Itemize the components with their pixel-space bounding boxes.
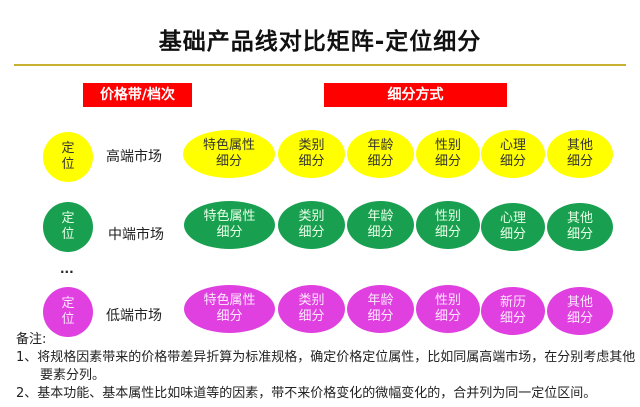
segment-psychology: 心理 细分: [481, 130, 545, 178]
segment-gender: 性别 细分: [416, 201, 480, 249]
segment-age: 年龄 细分: [347, 285, 414, 333]
segment-psychology: 心理 细分: [481, 203, 545, 251]
market-label-high: 高端市场: [106, 149, 162, 165]
segment-category: 类别 细分: [278, 201, 345, 249]
market-label-low: 低端市场: [106, 308, 162, 324]
segment-age: 年龄 细分: [347, 130, 414, 178]
segment-feature: 特色属性 细分: [184, 285, 275, 333]
note-item-2: 2、基本功能、基本属性比如味道等的因素，带不来价格变化的微幅变化的，合并列为同一…: [16, 386, 597, 401]
segment-category: 类别 细分: [278, 130, 345, 178]
ellipsis: ...: [60, 262, 74, 276]
title-divider: [14, 64, 626, 66]
position-circle-low: 定 位: [43, 287, 93, 337]
segment-age: 年龄 细分: [347, 201, 414, 249]
segment-feature: 特色属性 细分: [183, 130, 275, 178]
segment-gender: 性别 细分: [416, 285, 480, 333]
market-label-mid: 中端市场: [108, 227, 164, 243]
segment-other: 其他 细分: [547, 203, 613, 251]
position-circle-high: 定 位: [43, 132, 93, 182]
segment-calendar: 新历 细分: [481, 287, 545, 335]
note-item-1: 1、将规格因素带来的价格带差异折算为标准规格，确定价格定位属性，比如同属高端市场…: [16, 350, 636, 383]
segment-other: 其他 细分: [547, 287, 613, 335]
position-circle-mid: 定 位: [43, 202, 93, 252]
price-band-header: 价格带/档次: [83, 83, 192, 107]
segmentation-header: 细分方式: [324, 83, 507, 107]
segment-gender: 性别 细分: [416, 130, 480, 178]
segment-feature: 特色属性 细分: [184, 201, 275, 249]
notes: 备注: 1、将规格因素带来的价格带差异折算为标准规格，确定价格定位属性，比如同属…: [16, 331, 636, 403]
page-title: 基础产品线对比矩阵-定位细分: [158, 29, 482, 55]
notes-heading: 备注:: [16, 332, 47, 347]
segment-category: 类别 细分: [278, 285, 345, 333]
segment-other: 其他 细分: [547, 130, 613, 178]
